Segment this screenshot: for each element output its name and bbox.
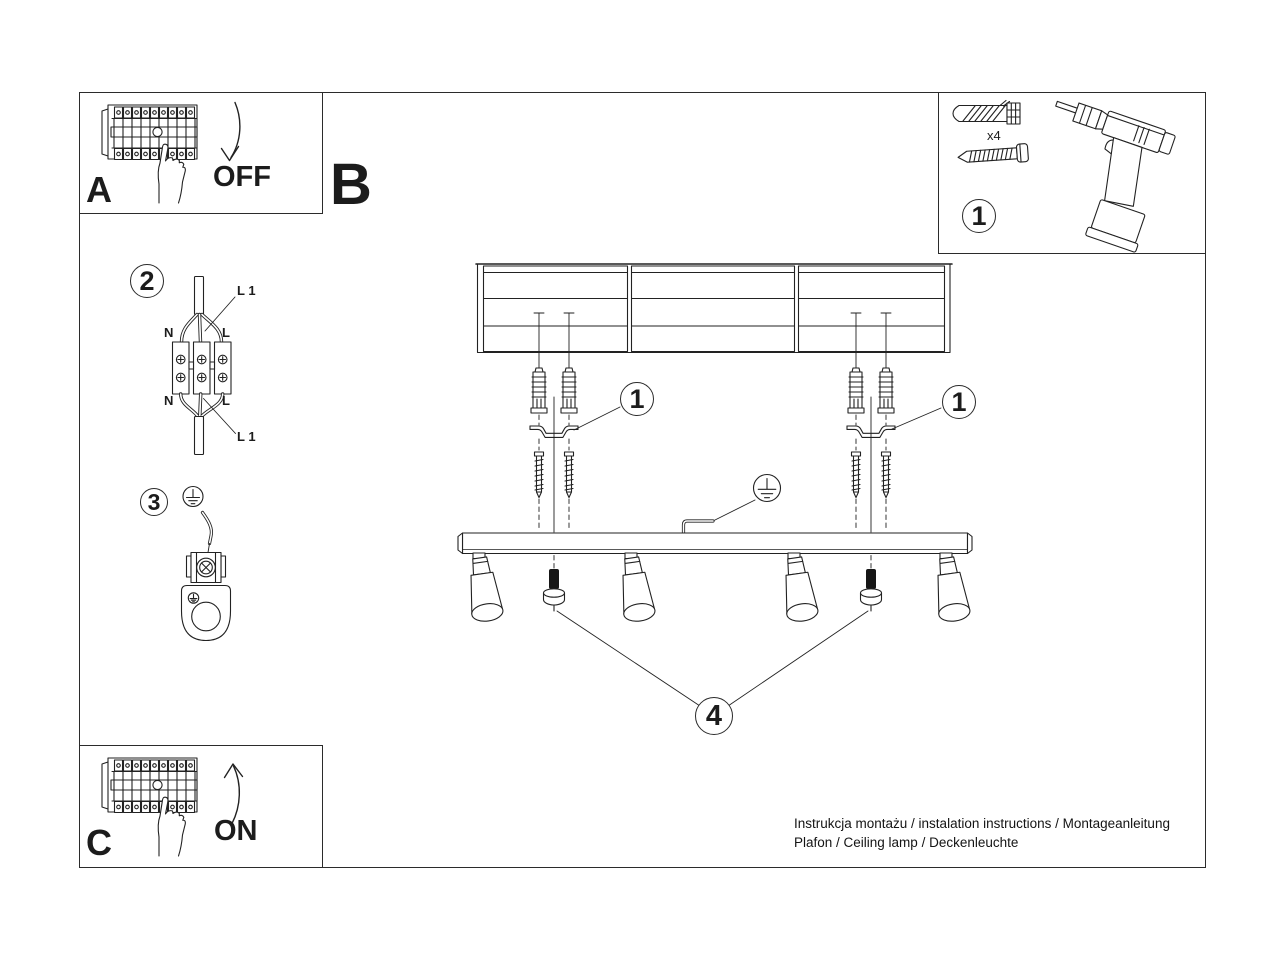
spotlight [930,552,972,624]
spotlight [615,552,657,624]
mounting-screw [850,451,862,499]
step-c-label: C [86,822,112,863]
drill-icon [1055,100,1176,253]
step-a-label: A [86,169,112,210]
callout-2: 2 [130,264,164,298]
arrow-down-icon [230,101,241,159]
callout-1-parts: 1 [962,199,996,233]
arrow-up-icon [231,765,241,825]
wire-label-l-top: L [222,325,230,340]
ground-connection [180,485,232,642]
spotlight [463,552,505,624]
wiring-diagram [171,275,236,456]
mounting-screw [563,451,575,499]
wire-label-n-top: N [164,325,174,340]
alignment-lines [538,396,887,569]
callout-4: 4 [695,697,733,735]
callout-1-right: 1 [942,385,976,419]
lamp-bar [457,532,973,555]
wire-label-l-bottom: L [222,393,230,408]
wall-plug-icon [952,99,1021,125]
callout-1-right-leader [891,407,942,430]
callout-3: 3 [140,488,168,516]
wire-label-l1-top: L 1 [237,283,256,298]
footer-title-line1: Instrukcja montażu / instalation instruc… [794,816,1170,831]
step-b-label: B [330,152,372,217]
adjuster-screw [542,568,566,612]
mounting-screw [880,451,892,499]
wire-label-n-bottom: N [164,393,174,408]
bar-ground [681,473,782,535]
l1-bottom-leader [203,398,236,434]
off-label: OFF [213,161,271,193]
ceiling [475,263,953,354]
l1-top-leader [204,296,236,332]
wall-anchor [560,367,578,414]
anchor-quantity: x4 [987,128,1001,143]
callout-1-left: 1 [620,382,654,416]
ground-icon [752,473,782,503]
drill-marks [533,312,892,369]
wall-anchor [877,367,895,414]
ground-icon-small [188,592,199,604]
terminal-screws [175,354,228,383]
ground-icon [182,485,204,508]
on-label: ON [214,815,258,847]
mounting-screw [533,451,545,499]
wire-label-l1-bottom: L 1 [237,429,256,444]
breaker-panel-off-icon [101,101,241,204]
adjuster-screw [859,568,883,612]
callout-4-leaders [556,610,869,707]
wall-anchor [530,367,548,414]
callout-1-left-leader [573,406,621,431]
breaker-panel-on-icon [101,757,244,857]
spotlight [778,552,820,624]
screw-icon [957,143,1029,163]
footer-title-line2: Plafon / Ceiling lamp / Deckenleuchte [794,835,1019,850]
wall-anchor [847,367,865,414]
